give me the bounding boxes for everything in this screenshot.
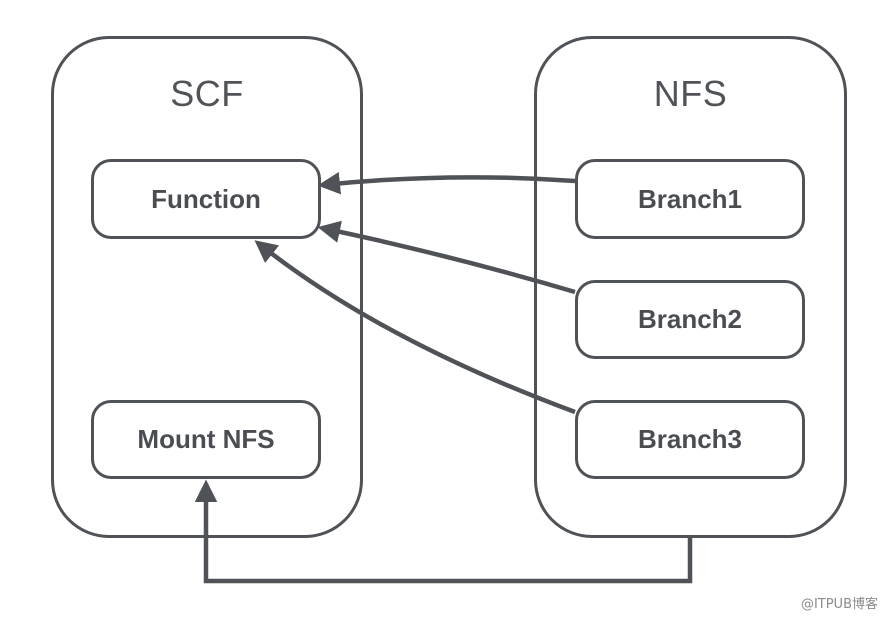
branch2-node[interactable]: Branch2	[575, 280, 805, 359]
nfs-group-title: NFS	[653, 73, 728, 114]
edge-branch2-to-function	[317, 220, 576, 295]
function-node[interactable]: Function	[91, 159, 321, 239]
nfs-group: NFS	[534, 36, 847, 538]
edge-branch3-to-function	[254, 240, 576, 415]
mount-nfs-node[interactable]: Mount NFS	[91, 400, 321, 479]
watermark: @ITPUB博客	[800, 597, 878, 612]
edge-branch1-to-function	[317, 171, 576, 195]
scf-group: SCF	[51, 36, 363, 538]
branch3-node[interactable]: Branch3	[575, 400, 805, 479]
branch1-node[interactable]: Branch1	[575, 159, 805, 239]
edge-nfs-to-mount-nfs	[194, 479, 693, 584]
scf-group-title: SCF	[170, 73, 244, 114]
